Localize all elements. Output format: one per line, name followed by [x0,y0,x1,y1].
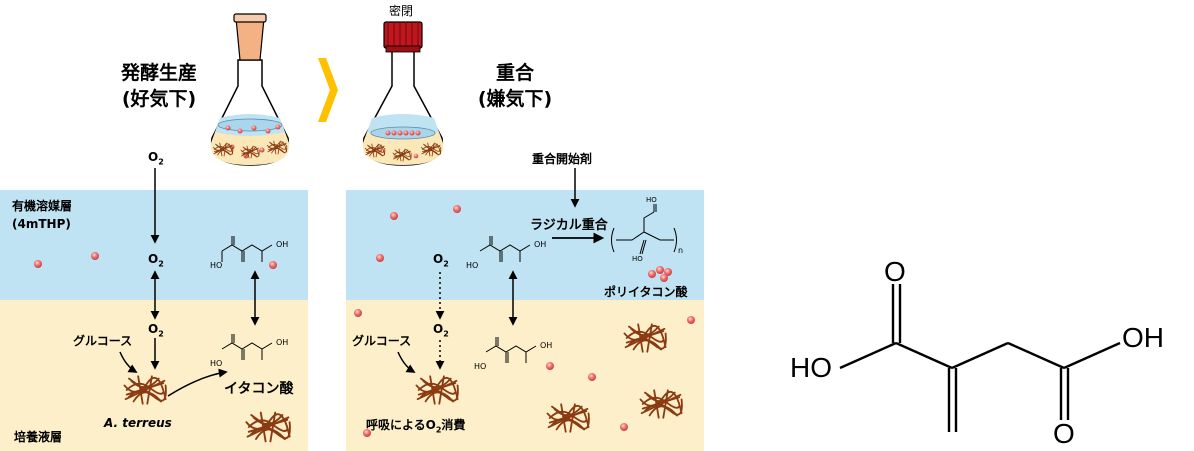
fungus-icon [123,375,167,405]
left-title-line1: 発酵生産 [120,62,197,84]
fungus-icon [639,389,683,419]
initiator-label: 重合開始剤 [532,152,593,166]
organism-label: A. terreus [104,416,172,430]
itaconic-molecule-right-top [479,236,531,262]
fungus-icon [546,403,590,433]
structure-ho: HO [790,352,832,383]
o2-label-solvent: O2 [148,252,164,269]
itaconic-label: イタコン酸 [224,381,294,397]
itaconic-molecule-bottom [221,334,273,360]
left-title: 発酵生産 (好気下) [104,60,214,112]
o2-label-top: O2 [148,150,164,167]
fungus-icon [623,323,667,353]
right-medium-layer [346,300,704,451]
right-title-line1: 重合 [495,62,534,84]
seal-label: 密閉 [389,4,414,18]
left-title-line2: (好気下) [121,88,197,110]
radical-polymerization-label: ラジカル重合 [530,218,608,233]
medium-layer-label: 培養液層 [14,430,63,444]
glucose-label-right: グルコース [352,334,412,348]
process-arrow-icon [318,58,338,122]
structure-o-top: O [884,256,906,287]
right-title-line2: (嫌気下) [477,88,553,110]
right-flask-icon [362,21,444,166]
solvent-layer-label: 有機溶媒層 (4mTHP) [12,199,73,231]
fungus-icon [415,375,459,405]
itaconic-molecule-top [221,236,273,262]
fungus-icon [245,411,291,443]
o2-label-right-medium: O2 [433,322,449,339]
o2-label-medium: O2 [148,322,164,339]
respiration-label: 呼吸によるO2消費 [366,418,466,435]
itaconic-molecule-right-bottom [485,337,537,363]
left-flask-icon [210,13,290,166]
itaconic-acid-structure [839,284,1121,432]
structure-o-bottom: O [1053,418,1075,449]
polyitaconic-molecule [611,204,677,255]
glucose-label-left: グルコース [73,334,133,348]
structure-oh: OH [1122,322,1164,353]
polyitaconic-label: ポリイタコン酸 [604,285,688,299]
o2-label-right-solvent: O2 [433,252,449,269]
right-title: 重合 (嫌気下) [470,60,560,112]
